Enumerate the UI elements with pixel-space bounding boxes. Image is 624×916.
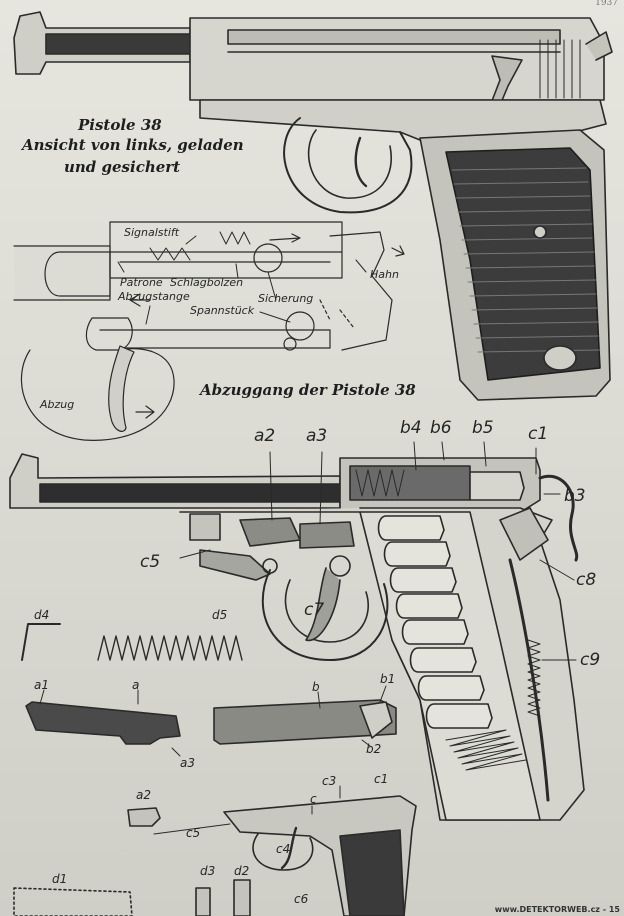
- pistol-cutaway-view: [9, 441, 585, 821]
- label-d3: d3: [200, 864, 216, 878]
- label-a: a: [132, 678, 140, 692]
- label-c9: c9: [580, 650, 601, 670]
- label-c1-part: c1: [374, 772, 389, 786]
- label-c5-part: c5: [186, 826, 201, 840]
- label-a2-part: a2: [136, 788, 151, 802]
- label-abzugstange: Abzugstange: [118, 290, 190, 303]
- label-c5: c5: [140, 552, 161, 572]
- title-trigger-mechanism: Abzuggang der Pistole 38: [200, 381, 416, 399]
- label-b: b: [312, 680, 320, 694]
- page-corner-number: 1937: [595, 0, 618, 8]
- disassembled-parts: [13, 623, 417, 916]
- label-b1: b1: [380, 672, 396, 686]
- label-d4: d4: [34, 608, 50, 622]
- label-d1: d1: [52, 872, 68, 886]
- label-c4: c4: [276, 842, 291, 856]
- label-c1: c1: [528, 424, 549, 444]
- label-a2: a2: [254, 426, 276, 446]
- label-signalstift: Signalstift: [124, 226, 180, 239]
- trigger-mechanism-sketch: [13, 221, 405, 441]
- label-patrone: Patrone: [120, 276, 163, 289]
- label-a3-part: a3: [180, 756, 195, 770]
- label-abzug: Abzug: [40, 398, 75, 411]
- label-b2: b2: [366, 742, 382, 756]
- label-a1: a1: [34, 678, 49, 692]
- label-hahn: Hahn: [370, 268, 399, 281]
- label-b6: b6: [430, 418, 452, 438]
- label-b3: b3: [564, 486, 586, 506]
- label-c7: c7: [304, 600, 325, 620]
- pistol-side-view: [13, 11, 613, 401]
- label-c6: c6: [294, 892, 309, 906]
- label-d2: d2: [234, 864, 250, 878]
- label-c8: c8: [576, 570, 597, 590]
- label-c: c: [310, 792, 317, 806]
- label-spannstueck: Spannstück: [190, 304, 255, 317]
- label-schlagbolzen: Schlagbolzen: [170, 276, 244, 289]
- title-view-description: Ansicht von links, geladen: [22, 136, 244, 154]
- label-d5: d5: [212, 608, 228, 622]
- label-sicherung: Sicherung: [258, 292, 314, 305]
- title-pistole-38: Pistole 38: [78, 116, 162, 134]
- label-c3: c3: [322, 774, 337, 788]
- label-b5: b5: [472, 418, 494, 438]
- title-view-description-2: und gesichert: [64, 158, 181, 176]
- label-a3: a3: [306, 426, 328, 446]
- label-b4: b4: [400, 418, 422, 438]
- watermark: www.DETEKTORWEB.cz - 15: [494, 905, 620, 914]
